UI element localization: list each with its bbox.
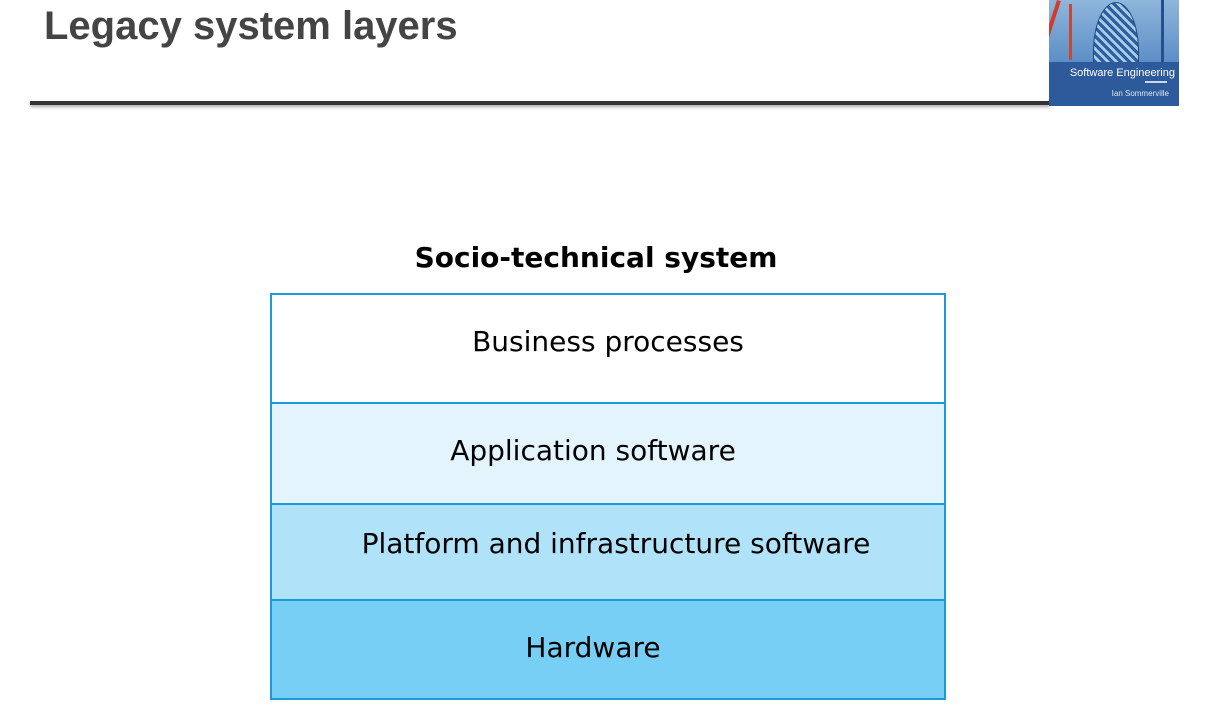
layer-hardware: Hardware <box>272 599 944 698</box>
layer-label: Platform and infrastructure software <box>361 527 871 560</box>
cover-band <box>1049 62 1179 106</box>
book-cover-image: Software Engineering Ian Sommerville <box>1049 0 1179 106</box>
layer-platform-infrastructure: Platform and infrastructure software <box>272 503 944 599</box>
layer-label: Application software <box>450 434 736 467</box>
layer-label: Hardware <box>525 631 661 664</box>
cover-crane-mast <box>1069 4 1072 60</box>
cover-spire <box>1161 0 1164 62</box>
layer-stack: Business processes Application software … <box>270 293 946 700</box>
layer-business-processes: Business processes <box>272 295 944 402</box>
slide-title: Legacy system layers <box>44 4 458 48</box>
title-divider <box>30 101 1050 105</box>
layer-application-software: Application software <box>272 402 944 503</box>
book-cover-author: Ian Sommerville <box>1111 89 1169 98</box>
diagram-heading: Socio-technical system <box>414 241 778 274</box>
cover-tower <box>1093 2 1139 72</box>
book-cover-title: Software Engineering <box>1069 67 1175 79</box>
layer-label: Business processes <box>472 325 744 358</box>
book-cover-edition-mark <box>1145 81 1167 83</box>
